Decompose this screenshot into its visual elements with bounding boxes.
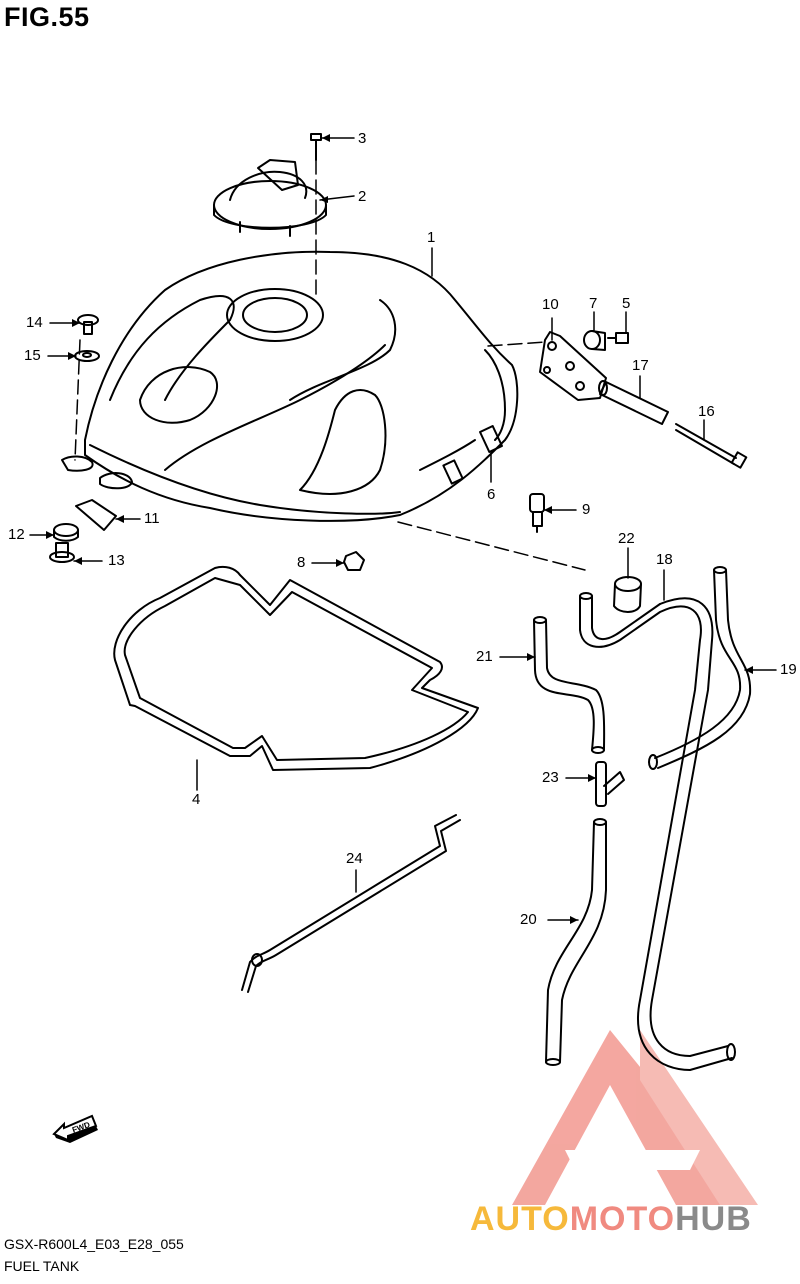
callout-3: 3 [358, 130, 367, 147]
section-name: FUEL TANK [4, 1258, 80, 1274]
callout-6: 6 [487, 486, 496, 503]
callout-23: 23 [542, 769, 559, 786]
cap-bolt [310, 133, 322, 161]
callout-12: 12 [8, 526, 25, 543]
spacer-tube [598, 380, 669, 425]
callout-7: 7 [589, 295, 598, 312]
watermark-auto: AUTO [470, 1200, 570, 1238]
callout-13: 13 [108, 552, 125, 569]
fuel-tank-body [61, 250, 519, 522]
tank-gasket [113, 565, 479, 771]
callout-16: 16 [698, 403, 715, 420]
callout-9: 9 [582, 501, 591, 518]
callout-1: 1 [427, 229, 436, 246]
callout-18: 18 [656, 551, 673, 568]
breather-hose-18 [579, 592, 736, 1071]
callout-21: 21 [476, 648, 493, 665]
callout-2: 2 [358, 188, 367, 205]
callout-17: 17 [632, 357, 649, 374]
callout-24: 24 [346, 850, 363, 867]
model-code: GSX-R600L4_E03_E28_055 [4, 1236, 184, 1252]
callout-leader-lines [29, 137, 777, 921]
drain-rod-24 [241, 814, 461, 993]
bolt-5 [607, 332, 629, 344]
hose-21 [533, 616, 606, 754]
bolt-14 [77, 314, 99, 335]
callout-20: 20 [520, 911, 537, 928]
collar-13 [49, 542, 75, 563]
callout-10: 10 [542, 296, 559, 313]
watermark-hub: HUB [675, 1200, 752, 1238]
callout-14: 14 [26, 314, 43, 331]
watermark-moto: MOTO [569, 1200, 676, 1238]
callout-22: 22 [618, 530, 635, 547]
leader-arrowheads [46, 134, 753, 924]
callout-15: 15 [24, 347, 41, 364]
collar-7 [583, 330, 606, 351]
assembly-guide-lines [74, 159, 586, 571]
t-joint-23 [595, 761, 625, 807]
callout-4: 4 [192, 791, 201, 808]
clamp-8 [343, 551, 365, 571]
hose-19 [648, 566, 752, 770]
fuel-cap [213, 159, 327, 237]
grommet-12 [53, 523, 79, 542]
mounting-bracket-plate [539, 331, 607, 401]
hose-joint-22 [613, 576, 642, 613]
callout-5: 5 [622, 295, 631, 312]
cushion-11 [75, 499, 117, 531]
damper-9 [529, 493, 545, 533]
callout-8: 8 [297, 554, 306, 571]
hose-20 [545, 818, 607, 1066]
callout-19: 19 [780, 661, 797, 678]
long-bolt [675, 423, 748, 469]
watermark-text: AUTOMOTOHUB [470, 1200, 752, 1239]
arrow-left-icon: FWD [52, 1114, 98, 1143]
figure-title: FIG.55 [4, 2, 90, 32]
washer-15 [74, 350, 100, 362]
fwd-direction-marker: FWD [52, 1112, 98, 1149]
callout-11: 11 [144, 510, 160, 527]
watermark-logo [512, 1030, 758, 1205]
